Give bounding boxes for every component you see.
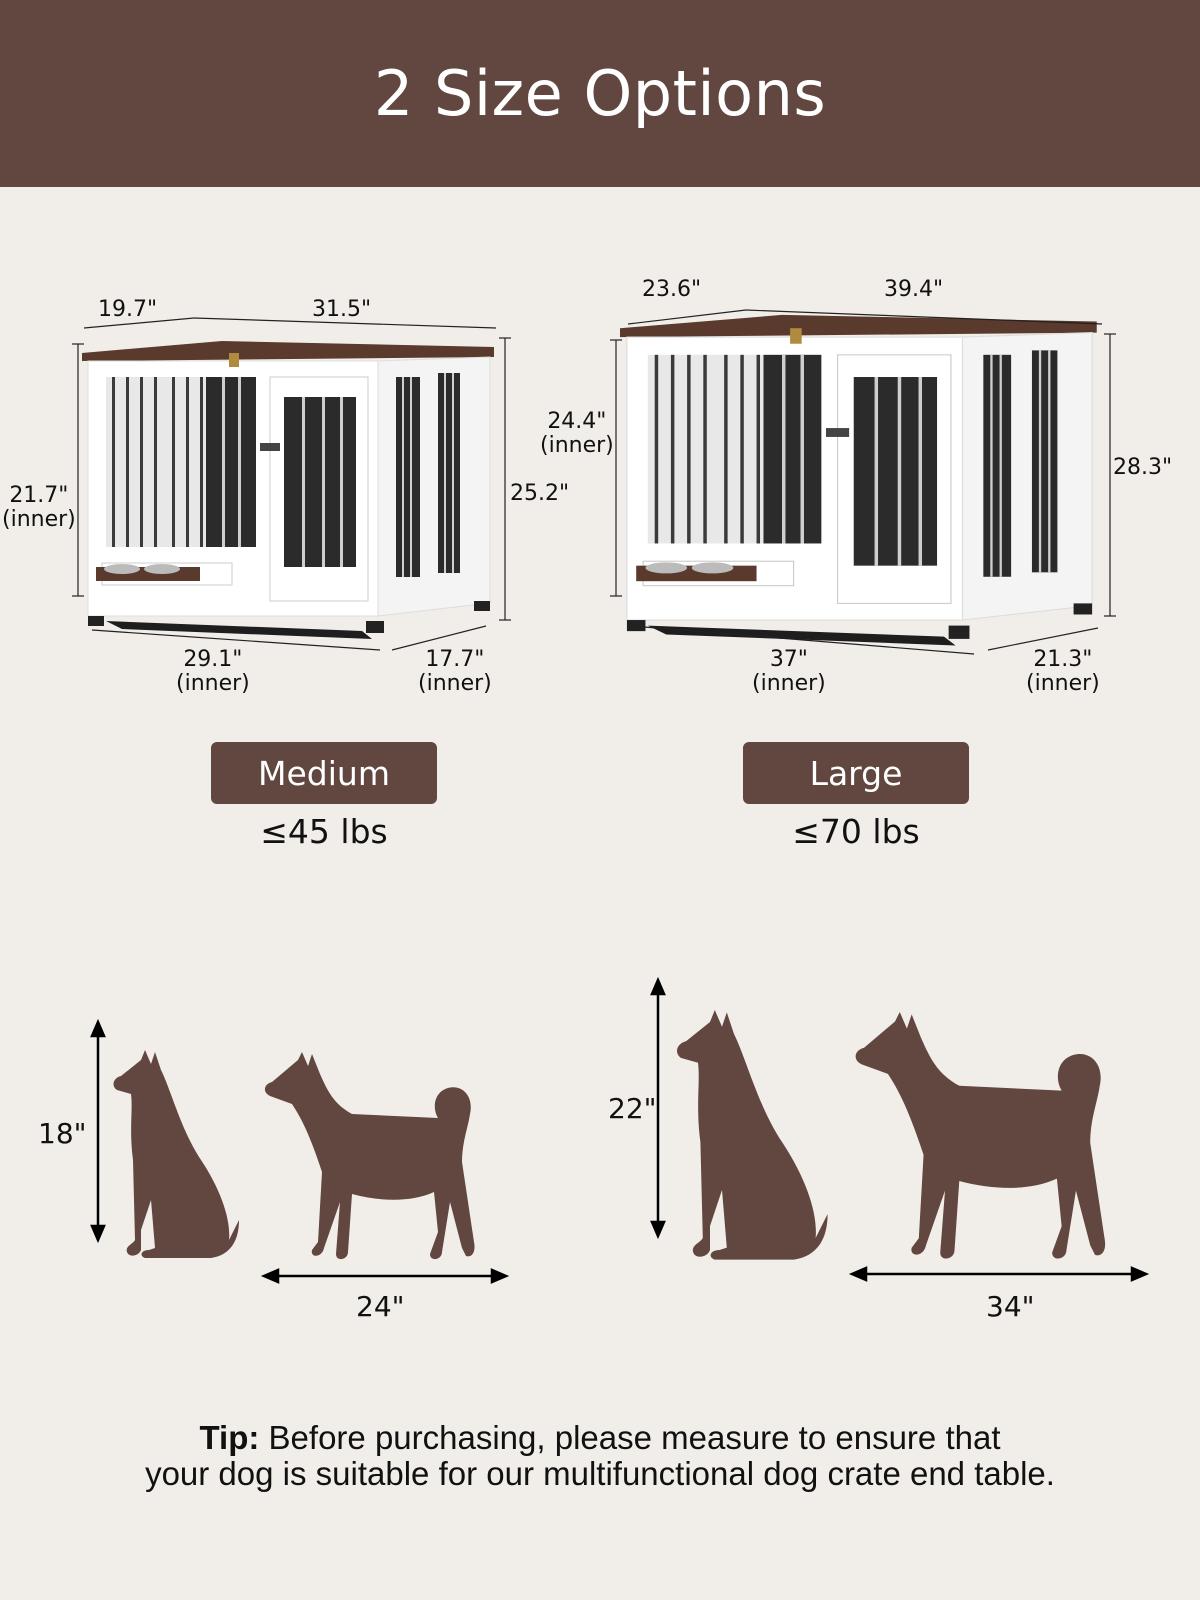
tip-label: Tip:	[199, 1419, 260, 1456]
standing-dog-silhouette-icon	[852, 1012, 1138, 1262]
dimension-arrows-icon	[650, 976, 1150, 1282]
large-inner-depth-label: 21.3" (inner)	[1026, 647, 1100, 696]
large-dimension-lines	[610, 309, 1116, 655]
tip-line-1: Tip: Before purchasing, please measure t…	[199, 1419, 1001, 1456]
medium-weight-limit: ≤45 lbs	[260, 812, 388, 851]
standing-dog-silhouette-icon	[262, 1052, 502, 1262]
medium-dimension-lines	[72, 317, 511, 651]
dimension-arrows-icon	[90, 1018, 510, 1284]
large-dog-height-label: 22"	[608, 1092, 657, 1125]
tip-line-2: your dog is suitable for our multifuncti…	[145, 1455, 1055, 1492]
medium-width-label: 31.5"	[312, 297, 372, 322]
page-header: 2 Size Options	[0, 0, 1200, 187]
large-depth-label: 23.6"	[642, 277, 702, 302]
medium-depth-label: 19.7"	[98, 297, 158, 322]
page-title: 2 Size Options	[373, 57, 827, 130]
medium-size-badge: Medium	[211, 742, 437, 804]
medium-inner-depth-label: 17.7" (inner)	[418, 647, 492, 696]
sitting-dog-silhouette-icon	[102, 1050, 250, 1260]
large-weight-limit: ≤70 lbs	[792, 812, 920, 851]
large-size-badge: Large	[743, 742, 969, 804]
large-dog-length-label: 34"	[986, 1290, 1035, 1323]
large-height-label: 28.3"	[1113, 455, 1173, 480]
medium-height-label: 25.2"	[510, 481, 570, 506]
medium-inner-width-label: 29.1" (inner)	[176, 647, 250, 696]
large-inner-height-label: 24.4" (inner)	[540, 409, 614, 458]
sitting-dog-silhouette-icon	[664, 1010, 840, 1262]
medium-inner-height-label: 21.7" (inner)	[2, 483, 76, 532]
large-width-label: 39.4"	[884, 277, 944, 302]
medium-dog-height-label: 18"	[38, 1117, 87, 1150]
large-inner-width-label: 37" (inner)	[752, 647, 826, 696]
measurement-tip: Tip: Before purchasing, please measure t…	[0, 1420, 1200, 1492]
medium-dog-length-label: 24"	[356, 1290, 405, 1323]
